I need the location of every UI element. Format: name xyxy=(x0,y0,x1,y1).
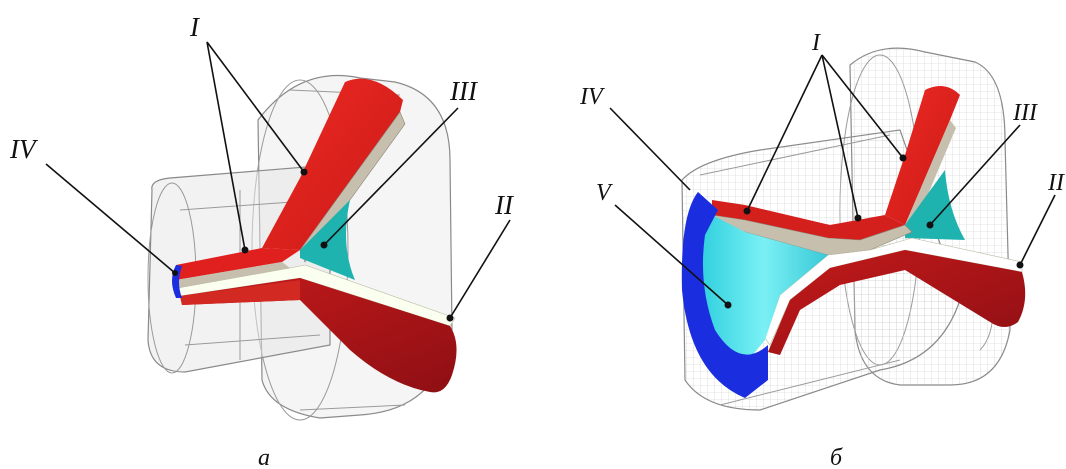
marker-I-b-2 xyxy=(854,214,862,222)
leader-II-a xyxy=(449,219,511,319)
label-II-b: II xyxy=(1047,170,1065,196)
upper-red-cone-a xyxy=(262,78,403,250)
label-V-b: V xyxy=(596,180,613,206)
channel-wall-a xyxy=(176,262,290,288)
channel-lower-red-a xyxy=(180,280,300,305)
lower-red-cone-a xyxy=(180,278,457,393)
label-III-a: III xyxy=(449,76,479,106)
caption-a: а xyxy=(258,445,270,469)
figure-b: I IV V III II б xyxy=(579,30,1065,469)
label-II-a: II xyxy=(494,190,515,220)
blue-ring-b xyxy=(681,192,768,398)
leader-IV-b xyxy=(609,107,691,191)
leader-V-b xyxy=(614,204,729,306)
marker-III-a xyxy=(320,241,328,249)
teal-cavity-b xyxy=(905,170,965,240)
cyan-cone-v xyxy=(700,215,828,370)
upper-cone-wall-b xyxy=(905,120,956,232)
marker-I-b-1 xyxy=(743,207,751,215)
figure-a: I IV III II а xyxy=(9,12,515,469)
marker-I-a-2 xyxy=(300,168,308,176)
leader-III-a xyxy=(323,107,459,246)
leader-I-b-2 xyxy=(821,54,859,219)
leader-I-a-2 xyxy=(206,41,305,173)
marker-I-b-3 xyxy=(899,154,907,162)
channel-red-b xyxy=(712,200,905,240)
leader-II-b xyxy=(1019,194,1056,266)
upper-red-cone-b xyxy=(885,86,960,225)
label-III-b: III xyxy=(1012,100,1038,126)
channel-red-a xyxy=(176,248,300,280)
label-I-a: I xyxy=(189,12,201,42)
teal-cavity-a xyxy=(300,200,355,280)
marker-II-b xyxy=(1016,261,1024,269)
caption-b: б xyxy=(830,445,843,469)
marker-V-b xyxy=(724,301,732,309)
leader-I-a-1 xyxy=(206,41,246,251)
leader-I-b-3 xyxy=(821,54,904,159)
marker-II-a xyxy=(446,314,454,322)
leader-I-b-1 xyxy=(746,54,823,212)
label-I-b: I xyxy=(811,30,821,56)
marker-IV-a xyxy=(172,270,178,276)
marker-III-b xyxy=(926,221,934,229)
leader-III-b xyxy=(929,124,1021,226)
leader-IV-a xyxy=(45,163,176,274)
label-IV-b: IV xyxy=(579,84,605,110)
marker-I-a-1 xyxy=(241,246,249,254)
lower-red-cone-b xyxy=(768,250,1026,355)
label-IV-a: IV xyxy=(9,134,39,164)
